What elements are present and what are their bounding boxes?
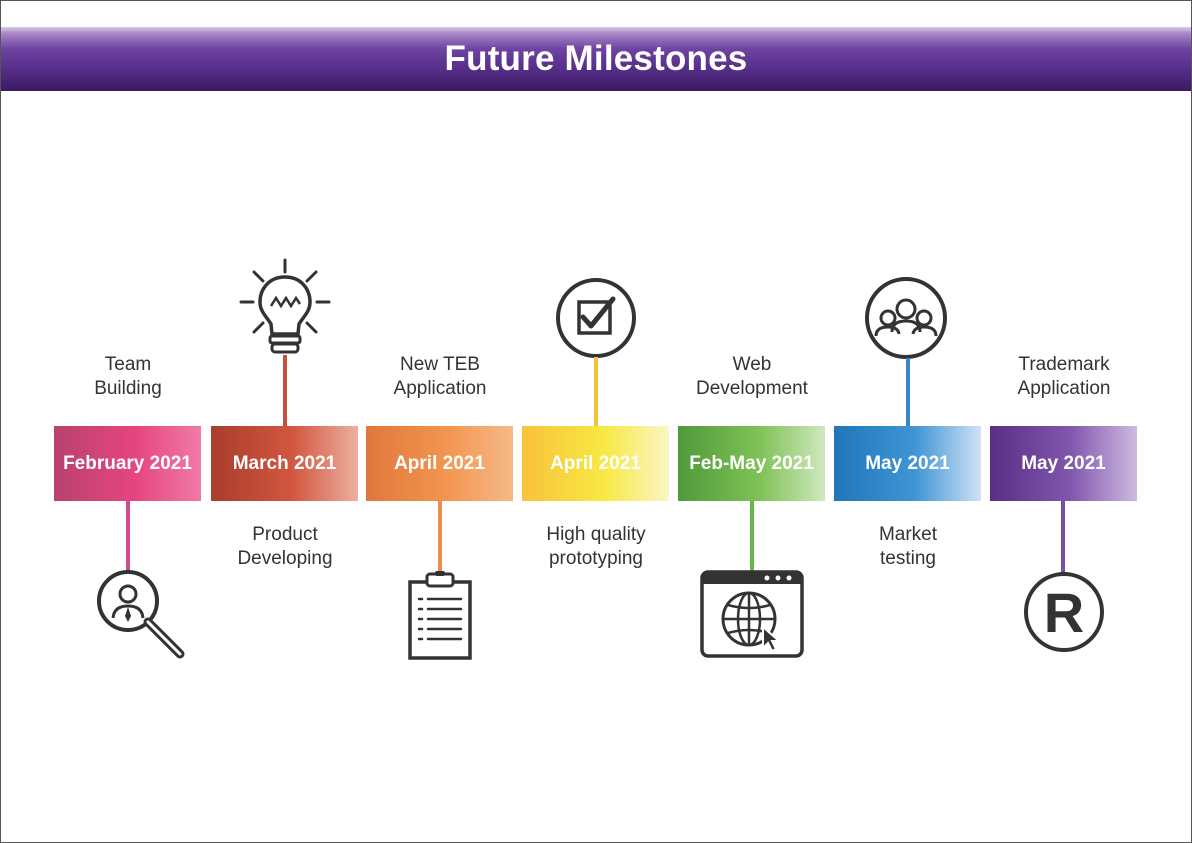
milestone-label: Web Development: [696, 354, 808, 399]
milestone-stem: [438, 501, 442, 574]
milestone-date: April 2021: [394, 452, 485, 474]
milestone-date-box: May 2021: [990, 426, 1137, 501]
milestone-stem: [906, 358, 910, 426]
magnifier-person-icon: [97, 570, 185, 659]
milestone-date: April 2021: [550, 452, 641, 474]
title-banner: Future Milestones: [1, 27, 1191, 91]
milestone-label: High quality prototyping: [546, 524, 646, 569]
team-group-icon: [865, 277, 947, 359]
milestone-label: New TEB Application: [393, 354, 487, 399]
milestone-stem: [750, 501, 754, 571]
milestone-label: Product Developing: [237, 524, 333, 569]
milestone-date-box: April 2021: [522, 426, 669, 501]
milestone-stem: [1061, 501, 1065, 573]
milestone-date: March 2021: [232, 452, 337, 474]
milestone-stem: [594, 357, 598, 426]
lightbulb-icon: [239, 258, 331, 354]
registered-trademark-icon: R: [1024, 572, 1104, 652]
milestone-date-box: February 2021: [54, 426, 201, 501]
svg-text:R: R: [1044, 581, 1084, 644]
milestone-date: May 2021: [1021, 452, 1106, 474]
milestone-label: Trademark Application: [1017, 354, 1111, 399]
checkbox-icon: [556, 278, 636, 358]
milestone-label: Team Building: [94, 354, 162, 399]
web-browser-globe-icon: [700, 570, 804, 658]
milestone-label: Market testing: [878, 524, 938, 569]
milestone-date-box: April 2021: [366, 426, 513, 501]
milestone-date: February 2021: [63, 452, 192, 474]
milestone-date-box: Feb-May 2021: [678, 426, 825, 501]
milestone-date: May 2021: [865, 452, 950, 474]
clipboard-icon: [408, 571, 472, 660]
page-title: Future Milestones: [444, 39, 748, 78]
milestone-date-box: May 2021: [834, 426, 981, 501]
milestone-stem: [283, 355, 287, 426]
milestone-date: Feb-May 2021: [689, 452, 814, 474]
milestone-date-box: March 2021: [211, 426, 358, 501]
milestone-stem: [126, 501, 130, 571]
